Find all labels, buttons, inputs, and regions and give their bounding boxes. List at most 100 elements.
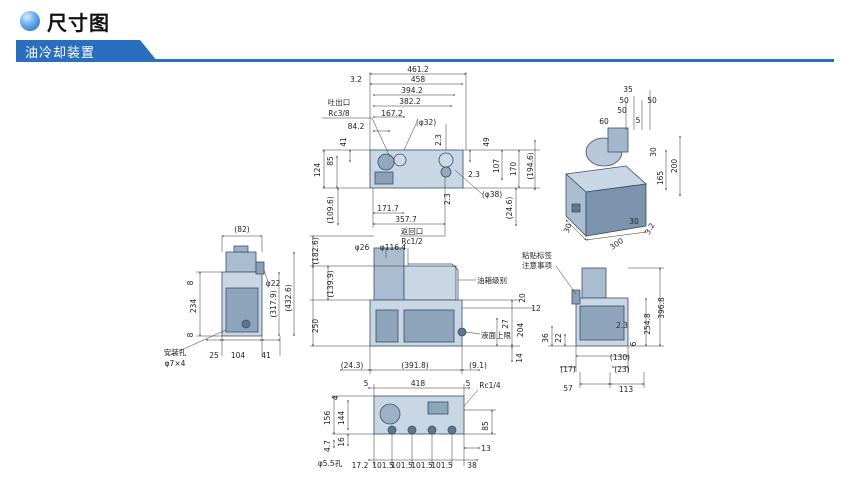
section-title: 油冷却装置 (25, 46, 96, 61)
dim-label: 300 (608, 236, 625, 252)
left-view-drain (241, 319, 251, 329)
right-view: 396.8 254.8 2.3 6 22 36 (130) (17) (23) … (522, 250, 666, 394)
banner-underline (16, 59, 834, 62)
dim-label: 234 (189, 299, 198, 314)
bottom-view-motor (379, 403, 401, 425)
dim-label: (17) (560, 365, 575, 374)
dim-label: 5 (466, 379, 471, 388)
left-view-motor (225, 251, 257, 273)
dim-label: 4.7 (323, 440, 332, 452)
dim-label: 22 (554, 333, 563, 343)
dim-label: 394.2 (401, 86, 423, 95)
dim-label: 2.3 (443, 193, 452, 205)
dim-label: 6 (629, 341, 638, 346)
dim-label: 12 (531, 304, 541, 313)
dim-label: 4 (331, 395, 340, 400)
level-upper-label: 液面上限 (481, 330, 511, 340)
dim-label: 16 (337, 437, 346, 447)
mount-hole-spec: φ7×4 (165, 359, 186, 368)
dim-label: 165 (656, 171, 665, 186)
front-view-window (375, 309, 399, 343)
dim-label: 30 (629, 217, 639, 226)
dim-label: 13 (481, 444, 491, 453)
bottom-view-hole (407, 425, 417, 435)
dim-label: (194.6) (526, 152, 535, 179)
dim-label: 107 (492, 159, 501, 174)
dim-label: 2.3 (468, 170, 480, 179)
bottom-view: 5 418 5 4 156 144 4.7 16 85 13 17.2 101.… (318, 379, 501, 470)
bottom-view-hole (447, 425, 457, 435)
dim-label: 156 (323, 411, 332, 426)
dim-label: (130) (610, 353, 630, 362)
mount-hole-label: 安装孔 (164, 347, 187, 357)
front-view-gauge (457, 327, 467, 337)
dim-label: (109.6) (326, 196, 335, 223)
dim-label: 84.2 (348, 122, 365, 131)
dim-label: 27 (501, 319, 510, 329)
front-view: (182.6) φ26 φ116.4 (139.9) 250 20 12 27 … (310, 235, 541, 374)
iso-cooler (607, 127, 629, 153)
left-view-port (255, 261, 265, 275)
dim-label: 30 (649, 147, 658, 157)
dim-label: (23) (614, 365, 629, 374)
dim-label: 167.2 (381, 109, 403, 118)
dim-label: 250 (311, 319, 320, 334)
dim-label: (391.8) (401, 361, 428, 370)
iso-front (585, 183, 647, 237)
oil-level-label: 油箱级别 (477, 275, 507, 285)
dim-label: 5 (636, 116, 641, 125)
dim-label: 461.2 (407, 65, 429, 74)
dim-label: 396.8 (657, 297, 666, 319)
return-label: 返回口 (401, 227, 424, 236)
dim-label: 357.7 (395, 215, 417, 224)
dim-label: 124 (313, 163, 322, 178)
dim-label: 101.5 (431, 461, 453, 470)
outlet-label: 吐出口 (328, 97, 351, 107)
dim-label: 8 (186, 332, 195, 337)
front-view-motor (373, 247, 405, 301)
dim-label: (φ32) (416, 118, 436, 127)
page-title: 尺寸图 (47, 11, 110, 35)
dim-label: 418 (411, 379, 426, 388)
dim-label: 200 (670, 159, 679, 174)
left-view-cap (233, 245, 249, 253)
iso-view: 35 50 50 50 5 60 30 165 200 30 30 300 3.… (562, 85, 681, 252)
right-view-motor (581, 267, 607, 299)
dim-label: 30 (562, 222, 574, 234)
left-view: (82) φ22 8 234 8 25 104 41 (317.9) (432.… (164, 225, 295, 368)
top-view-port (438, 152, 454, 168)
dim-label: (24.6) (505, 197, 514, 220)
front-view-window (403, 309, 455, 343)
dim-label: 144 (337, 411, 346, 426)
dim-label: φ22 (266, 279, 281, 288)
top-view: 461.2 458 394.2 382.2 3.2 167.2 84.2 (φ3… (313, 65, 540, 246)
page-header: 尺寸图 (0, 0, 850, 40)
dim-label: φ116.4 (380, 243, 407, 252)
dim-label: 171.7 (377, 204, 399, 213)
right-view-window (579, 305, 625, 341)
dim-label: 25 (209, 351, 219, 360)
dim-label: 113 (619, 385, 634, 394)
return-thread: Rc1/2 (401, 237, 423, 246)
dim-label: 14 (515, 353, 524, 363)
dim-label: 38 (467, 461, 477, 470)
section-banner: 油冷却装置 (16, 40, 836, 62)
dim-label: 50 (619, 96, 629, 105)
drain-thread: Rc1/4 (479, 381, 501, 390)
dim-label: 36 (541, 333, 550, 343)
dim-label: 35 (623, 85, 633, 94)
bottom-view-plate (427, 401, 449, 415)
top-view-port (440, 166, 452, 178)
dim-label: 50 (647, 96, 657, 105)
dim-label: 17.2 (352, 461, 369, 470)
dim-label: 104 (231, 351, 246, 360)
dim-label: 41 (261, 351, 271, 360)
dim-label: φ26 (355, 243, 370, 252)
dim-label: 57 (563, 384, 573, 393)
top-view-port (377, 153, 395, 171)
dim-label: 20 (518, 293, 527, 303)
dim-label: 204 (516, 323, 525, 338)
right-view-label-plate (571, 289, 581, 305)
dim-label: 3.2 (350, 75, 362, 84)
dim-label: 85 (326, 156, 335, 166)
